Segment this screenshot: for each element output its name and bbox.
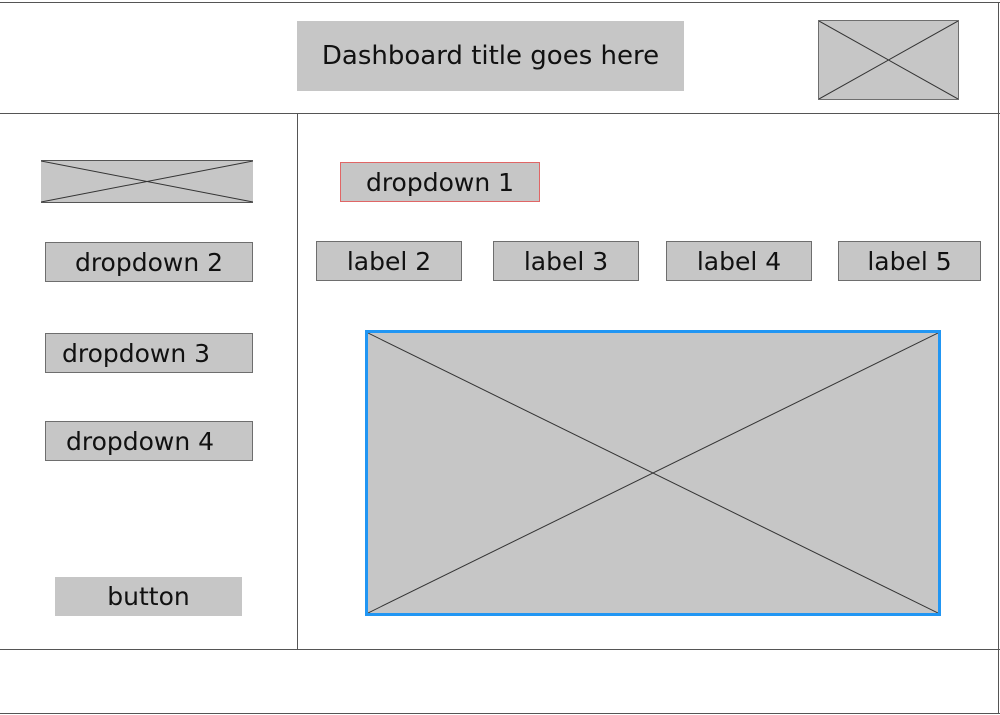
footer-divider: [0, 649, 1000, 650]
sidebar-image-placeholder: [41, 160, 253, 203]
top-border: [0, 2, 1000, 3]
dropdown-3[interactable]: dropdown 3: [45, 333, 253, 373]
header-image-placeholder: [818, 20, 959, 100]
label-5: label 5: [838, 241, 981, 281]
label-3: label 3: [493, 241, 639, 281]
label-4: label 4: [666, 241, 812, 281]
sidebar-divider: [297, 113, 298, 649]
placeholder-cross-icon: [368, 333, 938, 613]
dropdown-1[interactable]: dropdown 1: [340, 162, 540, 202]
placeholder-cross-icon: [819, 21, 958, 99]
label-2: label 2: [316, 241, 462, 281]
dropdown-4[interactable]: dropdown 4: [45, 421, 253, 461]
page-title: Dashboard title goes here: [297, 21, 684, 91]
dropdown-2[interactable]: dropdown 2: [45, 242, 253, 282]
header-divider: [0, 113, 1000, 114]
chart-placeholder: [365, 330, 941, 616]
bottom-border: [0, 713, 1000, 714]
placeholder-cross-icon: [41, 161, 253, 202]
right-border: [998, 2, 999, 713]
sidebar-button[interactable]: button: [55, 577, 242, 616]
